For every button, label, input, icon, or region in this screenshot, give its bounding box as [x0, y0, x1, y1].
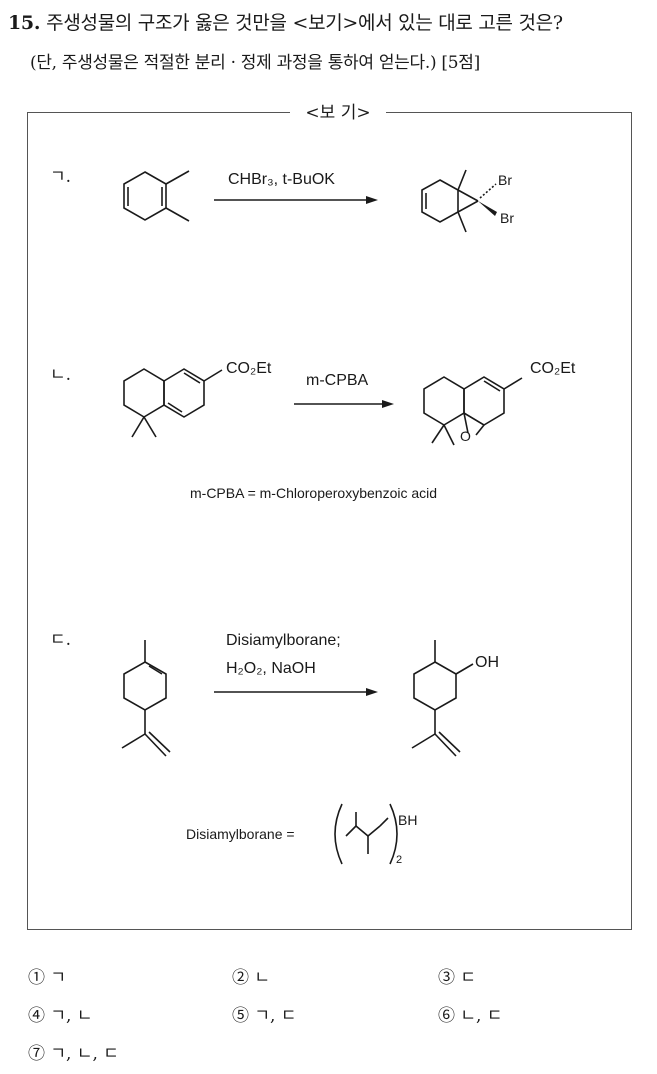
bogi-title: <보 기>	[290, 98, 386, 123]
reagent-a: CHBr₃, t-BuOK	[228, 171, 335, 188]
reaction-arrow-b	[294, 400, 394, 408]
epoxide-oxygen: O	[460, 428, 471, 444]
disiamylborane-definition: Disiamylborane =	[186, 826, 295, 842]
reaction-arrow-a	[214, 196, 378, 204]
disiamyl-subscript: 2	[396, 854, 403, 866]
disiamylborane-structure	[334, 803, 398, 865]
mcpba-definition: m-CPBA = m-Chloroperoxybenzoic acid	[190, 485, 438, 501]
product-substituent-b: CO₂Et	[530, 360, 576, 377]
choice-7[interactable]: ⑦ ㄱ, ㄴ, ㄷ	[28, 1044, 119, 1064]
choice-4[interactable]: ④ ㄱ, ㄴ	[28, 1006, 93, 1026]
product-hydroxyl: OH	[475, 654, 499, 671]
reactant-limonene	[121, 640, 171, 757]
question-condition: (단, 주생성물은 적절한 분리 · 정제 과정을 통하여 얻는다.) [5점]	[30, 53, 480, 73]
item-label-c: ㄷ.	[50, 630, 72, 650]
product-alcohol	[411, 640, 474, 757]
reagent-c-line1: Disiamylborane;	[226, 632, 341, 649]
choice-2[interactable]: ② ㄴ	[232, 968, 271, 988]
product-br-1: Br	[498, 172, 512, 188]
borane-bh: BH	[398, 812, 418, 828]
product-dibromocyclopropane	[421, 169, 497, 233]
choice-5[interactable]: ⑤ ㄱ, ㄷ	[232, 1006, 297, 1026]
reagent-c-line2: H₂O₂, NaOH	[226, 660, 316, 677]
question-text: 주생성물의 구조가 옳은 것만을 <보기>에서 있는 대로 고른 것은?	[46, 12, 563, 34]
choice-3[interactable]: ③ ㄷ	[438, 968, 477, 988]
question-line: 15.주생성물의 구조가 옳은 것만을 <보기>에서 있는 대로 고른 것은?	[8, 8, 563, 35]
reactant-dimethylcyclohexadiene	[123, 170, 190, 222]
reactant-bicyclic-ester	[123, 368, 223, 438]
reaction-arrow-c	[214, 688, 378, 696]
question-number: 15.	[8, 12, 41, 34]
reagent-b: m-CPBA	[306, 372, 369, 389]
choice-6[interactable]: ⑥ ㄴ, ㄷ	[438, 1006, 503, 1026]
product-br-2: Br	[500, 210, 514, 226]
choice-1[interactable]: ① ㄱ	[28, 968, 67, 988]
substituent-b: CO₂Et	[226, 360, 272, 377]
item-label-a: ㄱ.	[50, 167, 72, 187]
item-label-b: ㄴ.	[50, 365, 72, 385]
product-epoxide	[423, 376, 523, 446]
